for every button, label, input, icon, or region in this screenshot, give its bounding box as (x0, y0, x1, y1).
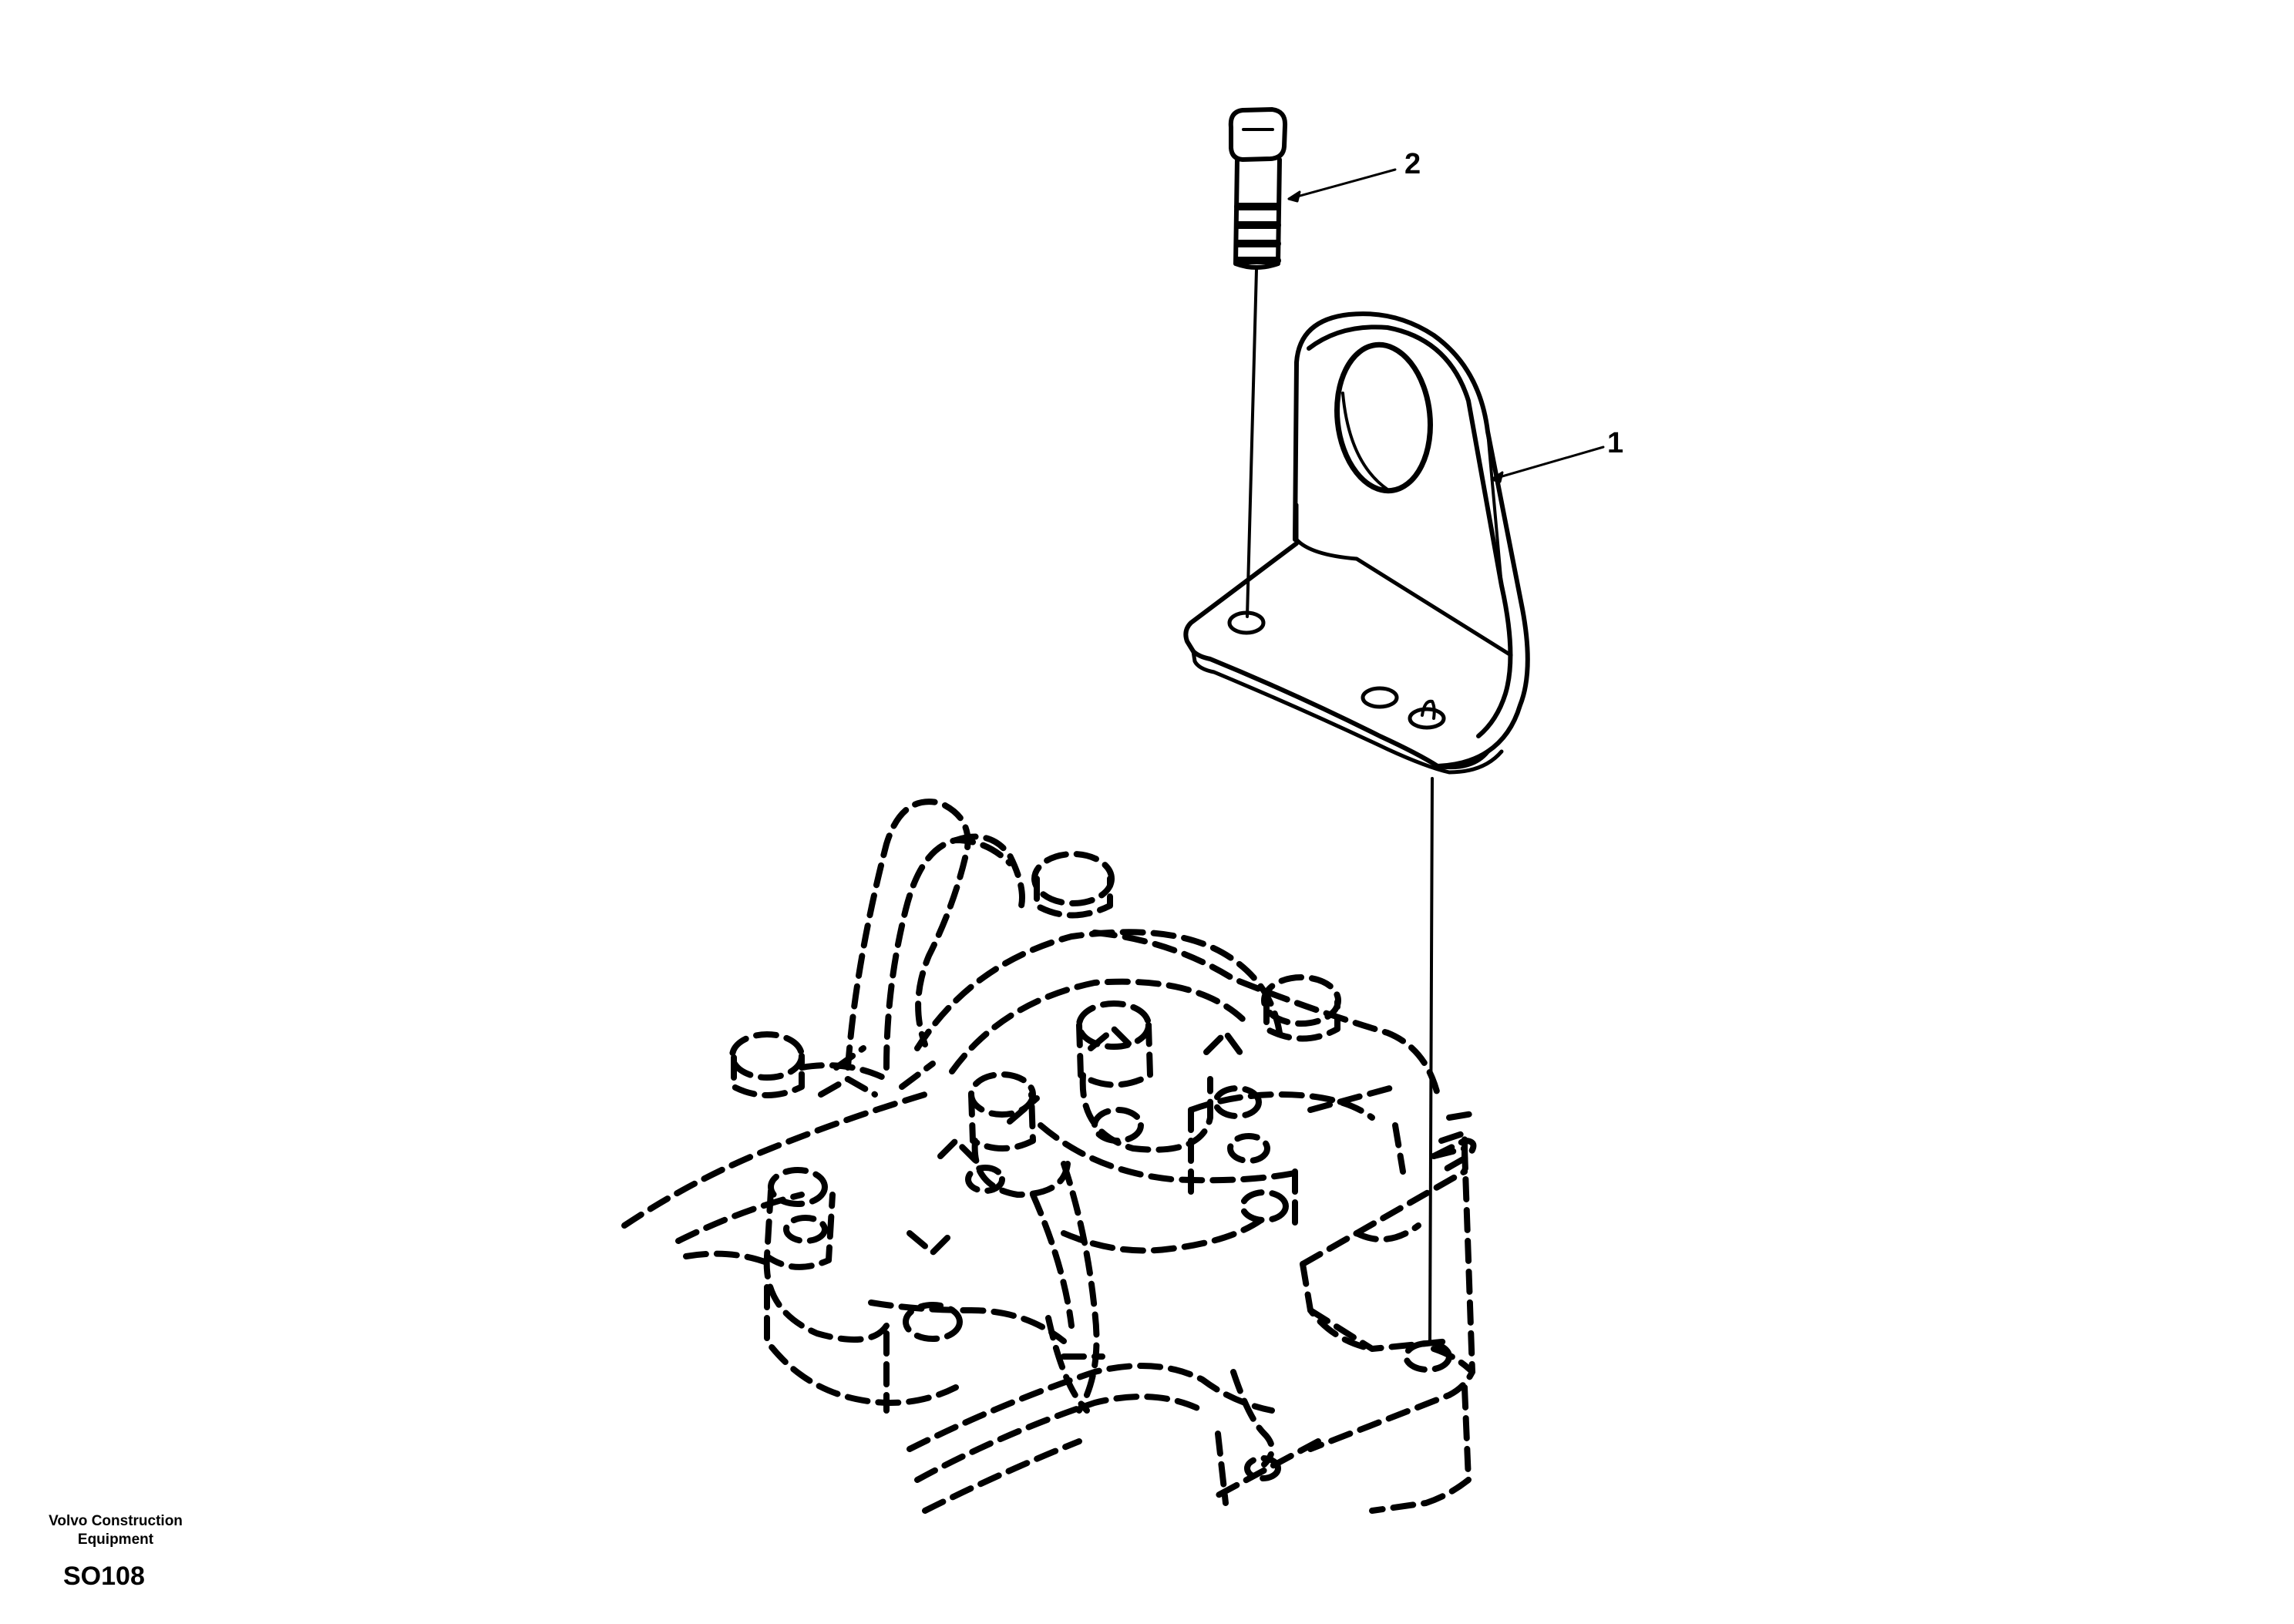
callout-part-1: 1 (1607, 427, 1624, 459)
manufacturer-label: Volvo Construction Equipment (23, 1512, 208, 1549)
manufacturer-line-1: Volvo Construction (49, 1513, 183, 1529)
engine-phantom (621, 799, 1477, 1514)
bracket-part-1 (1183, 311, 1530, 1343)
callout-part-2: 2 (1404, 148, 1421, 180)
leader-lines (1287, 168, 1605, 483)
manufacturer-line-2: Equipment (77, 1531, 154, 1548)
drawing-code: SO108 (63, 1562, 145, 1591)
bolt-part-2 (1228, 107, 1288, 618)
